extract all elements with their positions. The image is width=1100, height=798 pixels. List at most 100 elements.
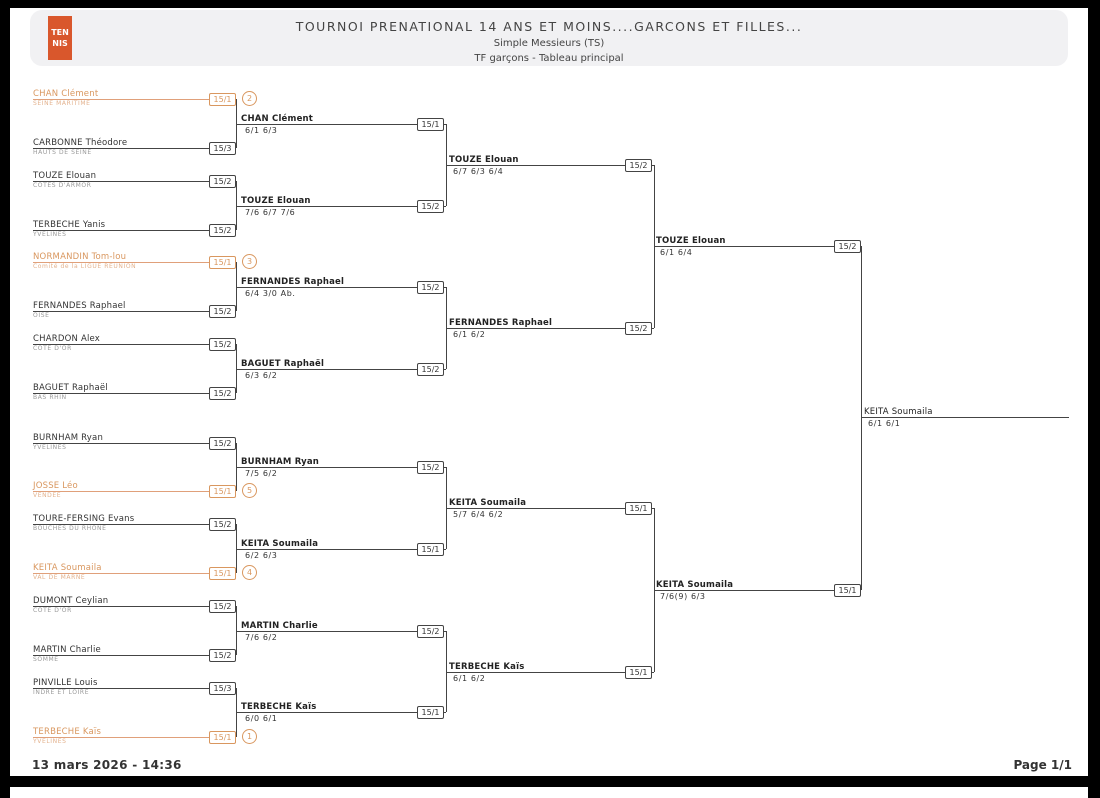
match-score: 6/7 6/3 6/4: [453, 167, 504, 176]
winner-name[interactable]: BURNHAM Ryan: [241, 457, 320, 467]
player-club: BAS RHIN: [33, 394, 67, 401]
ranking-badge: 15/2: [209, 387, 236, 400]
bracket-connector: [236, 524, 237, 573]
match-score: 5/7 6/4 6/2: [453, 510, 504, 519]
bracket-connector: [654, 508, 655, 672]
winner-name[interactable]: TERBECHE Kaïs: [241, 702, 317, 712]
bracket-line: [237, 467, 446, 468]
seed-number: 2: [242, 91, 257, 106]
match-score: 6/1 6/2: [453, 674, 486, 683]
winner-name[interactable]: TOUZE Elouan: [656, 236, 726, 246]
bracket-connector: [446, 287, 447, 369]
seed-number: 5: [242, 483, 257, 498]
match-score: 6/1 6/3: [245, 126, 278, 135]
player-line: [33, 311, 236, 312]
player-name[interactable]: FERNANDES Raphael: [33, 301, 126, 311]
ranking-badge: 15/2: [209, 305, 236, 318]
bracket-connector: [236, 344, 237, 393]
player-name[interactable]: TOUZE Elouan: [33, 171, 97, 181]
player-name[interactable]: PINVILLE Louis: [33, 678, 98, 688]
player-line: [33, 344, 236, 345]
player-name[interactable]: JOSSE Léo: [33, 481, 78, 491]
ranking-badge: 15/2: [209, 224, 236, 237]
winner-name[interactable]: KEITA Soumaila: [449, 498, 527, 508]
player-club: YVELINES: [33, 444, 67, 451]
player-name[interactable]: TERBECHE Yanis: [33, 220, 106, 230]
bracket-connector: [236, 443, 237, 491]
tournament-title: TOURNOI PRENATIONAL 14 ANS ET MOINS....G…: [295, 19, 803, 34]
ranking-badge: 15/2: [209, 175, 236, 188]
ranking-badge: 15/1: [209, 731, 236, 744]
winner-name[interactable]: TERBECHE Kaïs: [449, 662, 525, 672]
player-name[interactable]: NORMANDIN Tom-lou: [33, 252, 127, 262]
player-line: [33, 99, 236, 100]
seed-number: 4: [242, 565, 257, 580]
bracket-connector: [861, 246, 862, 590]
ranking-badge: 15/2: [417, 363, 444, 376]
ranking-badge: 15/2: [417, 200, 444, 213]
player-name[interactable]: TOURE-FERSING Evans: [33, 514, 135, 524]
bracket-line: [237, 712, 446, 713]
player-line: [33, 491, 236, 492]
player-name[interactable]: CHARDON Alex: [33, 334, 101, 344]
player-line: [33, 688, 236, 689]
player-name[interactable]: DUMONT Ceylian: [33, 596, 109, 606]
ranking-badge: 15/1: [209, 485, 236, 498]
player-name[interactable]: BAGUET Raphaël: [33, 383, 108, 393]
player-name[interactable]: MARTIN Charlie: [33, 645, 101, 655]
winner-name[interactable]: TOUZE Elouan: [449, 155, 519, 165]
ranking-badge: 15/2: [209, 649, 236, 662]
bracket-line: [447, 328, 654, 329]
player-line: [33, 655, 236, 656]
player-name[interactable]: TERBECHE Kaïs: [33, 727, 102, 737]
bracket-connector: [236, 181, 237, 230]
champion-name[interactable]: KEITA Soumaila: [864, 407, 933, 417]
match-score: 6/1 6/4: [660, 248, 693, 257]
match-score: 7/6 6/2: [245, 633, 278, 642]
ranking-badge: 15/3: [209, 142, 236, 155]
ranking-badge: 15/2: [417, 461, 444, 474]
player-line: [33, 262, 236, 263]
winner-name[interactable]: MARTIN Charlie: [241, 621, 318, 631]
ranking-badge: 15/1: [417, 543, 444, 556]
player-name[interactable]: BURNHAM Ryan: [33, 433, 104, 443]
winner-name[interactable]: TOUZE Elouan: [241, 196, 311, 206]
bracket-connector: [654, 165, 655, 328]
player-name[interactable]: CHAN Clément: [33, 89, 99, 99]
winner-name[interactable]: FERNANDES Raphael: [241, 277, 345, 287]
match-score: 7/6 6/7 7/6: [245, 208, 296, 217]
player-club: INDRE ET LOIRE: [33, 689, 90, 696]
ranking-badge: 15/2: [417, 281, 444, 294]
print-date: 13 mars 2026 - 14:36: [32, 758, 182, 772]
winner-name[interactable]: KEITA Soumaila: [241, 539, 319, 549]
player-club: VAL DE MARNE: [33, 574, 86, 581]
player-name[interactable]: CARBONNE Théodore: [33, 138, 128, 148]
ranking-badge: 15/1: [625, 502, 652, 515]
winner-name[interactable]: KEITA Soumaila: [656, 580, 734, 590]
bracket-connector: [236, 262, 237, 311]
player-club: Comité de la LIGUE REUNION: [33, 263, 137, 270]
player-line: [33, 573, 236, 574]
player-name[interactable]: KEITA Soumaila: [33, 563, 102, 573]
ranking-badge: 15/1: [625, 666, 652, 679]
final-score: 6/1 6/1: [868, 419, 901, 428]
winner-name[interactable]: CHAN Clément: [241, 114, 314, 124]
winner-name[interactable]: BAGUET Raphaël: [241, 359, 325, 369]
winner-name[interactable]: FERNANDES Raphael: [449, 318, 553, 328]
bracket-connector: [236, 688, 237, 737]
match-score: 6/4 3/0 Ab.: [245, 289, 296, 298]
player-line: [33, 606, 236, 607]
ranking-badge: 15/2: [417, 625, 444, 638]
match-score: 6/0 6/1: [245, 714, 278, 723]
bracket-connector: [446, 631, 447, 712]
seed-number: 3: [242, 254, 257, 269]
next-page-edge: [10, 787, 1088, 798]
bracket-line: [237, 631, 446, 632]
ranking-badge: 15/1: [417, 706, 444, 719]
player-line: [33, 230, 236, 231]
bracket-line: [237, 549, 446, 550]
player-club: COTE D'OR: [33, 607, 72, 614]
